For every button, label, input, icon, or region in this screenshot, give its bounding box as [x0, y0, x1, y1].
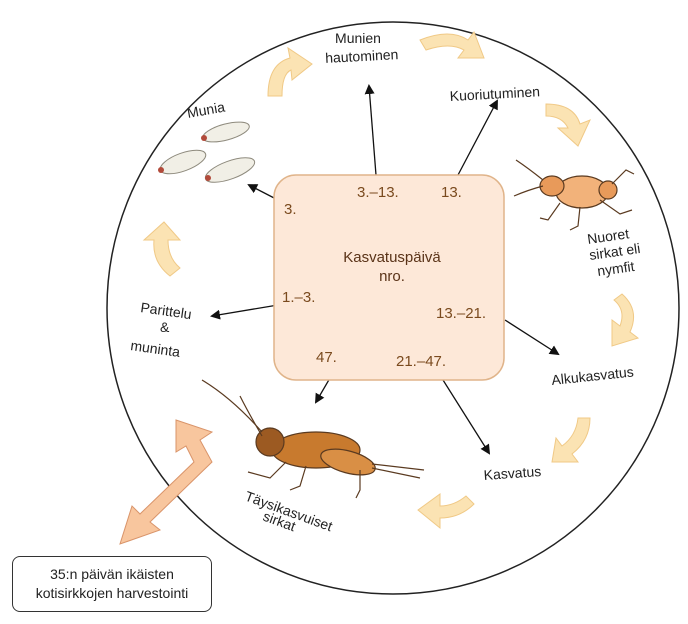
day-label-13-21: 13.–21.	[436, 305, 486, 322]
stage-label-parittelu-1: Parittelu	[140, 299, 193, 322]
harvest-arrow	[119, 419, 214, 545]
arrow-to-hautominen	[364, 84, 377, 176]
stage-label-munia: Munia	[186, 99, 227, 121]
stage-label-kuoriutuminen: Kuoriutuminen	[449, 83, 540, 104]
day-label-13: 13.	[441, 184, 462, 201]
cycle-arrows	[142, 30, 640, 530]
cycle-arrow-6	[417, 493, 475, 530]
day-label-1-3: 1.–3.	[282, 289, 315, 306]
stage-label-parittelu-2: &	[160, 319, 170, 335]
stage-label-hautominen-2: hautominen	[325, 46, 399, 66]
harvest-line1: 35:n päivän ikäisten	[50, 566, 174, 582]
eggs-illustration	[158, 121, 256, 183]
stage-label-hautominen-1: Munien	[335, 30, 381, 46]
stage-label-nymfit-3: nymfit	[596, 258, 635, 279]
cycle-arrow-1	[267, 46, 313, 97]
center-box	[273, 174, 505, 381]
cycle-arrow-5	[551, 417, 591, 463]
stage-label-nymfit-2: sirkat eli	[588, 240, 641, 263]
day-label-3-13: 3.–13.	[357, 184, 399, 201]
center-title-line2: nro.	[379, 268, 405, 285]
cycle-arrow-2	[419, 30, 485, 59]
cycle-arrow-4	[611, 293, 640, 347]
cycle-arrow-7	[142, 221, 182, 277]
day-label-47: 47.	[316, 349, 337, 366]
stage-label-parittelu-3: muninta	[130, 337, 182, 360]
stage-label-nymfit-1: Nuoret	[586, 225, 630, 247]
cycle-arrow-3	[545, 103, 591, 147]
arrow-to-taysikasvuiset	[314, 377, 331, 404]
harvest-line2: kotisirkkojen harvestointi	[35, 585, 189, 601]
center-title-line1: Kasvatuspäivä	[343, 249, 441, 266]
day-label-21-47: 21.–47.	[396, 353, 446, 370]
stage-label-alkukasvatus: Alkukasvatus	[551, 363, 635, 388]
arrow-to-kuoriutuminen	[457, 99, 498, 176]
adult-cricket-illustration	[201, 379, 425, 499]
arrow-to-munia	[247, 184, 279, 201]
arrow-to-parittelu	[210, 304, 279, 320]
harvest-box: 35:n päivän ikäisten kotisirkkojen harve…	[12, 556, 212, 612]
arrow-to-alkukasvatus	[504, 319, 560, 356]
connector-arrows	[210, 84, 560, 455]
nymph-illustration	[513, 159, 635, 231]
arrow-to-kasvatus	[442, 379, 491, 455]
day-label-3: 3.	[284, 201, 297, 218]
stage-label-kasvatus: Kasvatus	[483, 463, 542, 483]
cycle-circle	[106, 21, 680, 595]
